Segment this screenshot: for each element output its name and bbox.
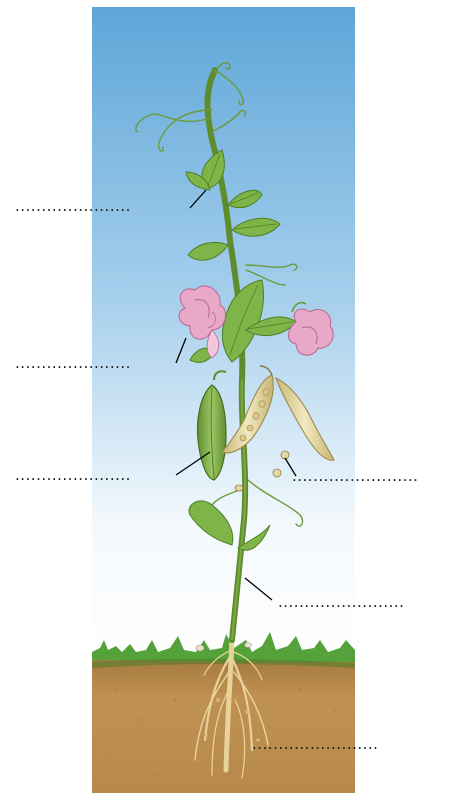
label-flower[interactable]: ...................... [15, 356, 131, 371]
label-roots[interactable]: ........................ [252, 737, 378, 752]
soil [92, 657, 355, 793]
label-tendril-leaf[interactable]: ...................... [15, 199, 131, 214]
label-pod[interactable]: ...................... [15, 468, 131, 483]
label-seed[interactable]: ........................ [292, 469, 418, 484]
label-stem[interactable]: ........................ [278, 595, 404, 610]
